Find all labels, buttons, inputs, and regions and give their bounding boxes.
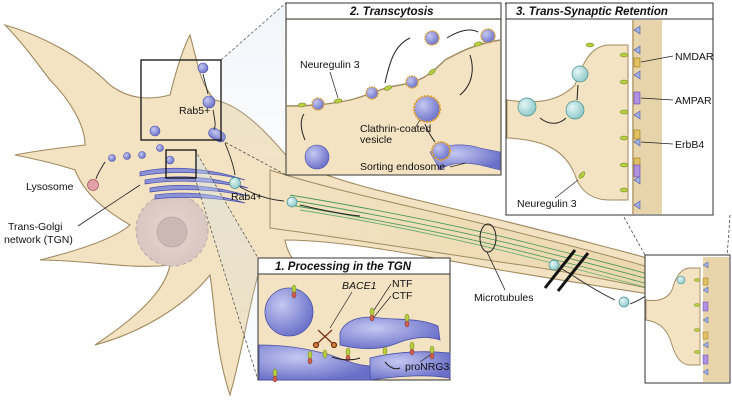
microtubules [289,194,656,291]
nucleolus [156,216,188,248]
tgn-pointer [77,184,141,227]
nmdar-label: NMDAR [675,51,714,63]
rab5-label: Rab5+ [179,105,210,117]
erbb4-label: ErbB4 [675,139,704,151]
tgn-label-line1: Trans-Golgi [8,221,62,233]
tgn-cisterna-lower [369,351,451,381]
processing-title: 1. Processing in the TGN [275,261,412,273]
lysosome [87,179,99,191]
tgn-vesicle-large [264,287,314,337]
zoom-line-synapse-lower [726,214,731,259]
trans-synaptic-title-bar [505,2,714,20]
transport-vesicle-axon [286,196,298,208]
rab4-endosome [229,177,241,189]
panel-transcytosis: 2. Transcytosis [285,2,502,176]
bace1-label: BACE1 [342,280,376,292]
transcytosis-title-bar [285,2,502,20]
synaptic-receptors [633,25,641,210]
presynaptic-terminal [506,44,629,201]
transcytosis-zoom-box [140,59,222,141]
microtubules-label: Microtubules [474,292,534,304]
trans-synaptic-title: 3. Trans-Synaptic Retention [516,6,668,18]
lysosome-label: Lysosome [26,181,74,193]
ntf-label: NTF [392,278,412,290]
transcytosis-membrane [286,39,501,107]
tgn-cisterna-upper [339,316,441,350]
clathrin-label-line1: Clathrin-coated [360,123,431,135]
rab4-label: Rab4+ [231,191,262,203]
bace1-scissors-icon [312,329,338,349]
axon-break [543,249,590,292]
transport-vesicle-terminal [618,296,630,308]
panel-trans-synaptic: 3. Trans-Synaptic Retention [505,2,714,216]
microtubules-pointer [486,251,506,291]
transcytosis-outside [287,20,500,106]
cell-body-vesicles [87,62,630,308]
transcytosis-vesicle-large [304,144,330,170]
ampar-label: AMPAR [675,95,712,107]
ctf-label: CTF [392,290,412,302]
microtubule-bundle-ring [479,223,497,253]
sorting-endosome-label: Sorting endosome [360,161,445,173]
processing-title-bar [257,257,451,275]
zoom-cone-transcytosis [221,3,286,175]
neuregulin3-transcytosis-label: Neuregulin 3 [300,59,360,71]
clathrin-label-line2: vesicle [360,134,392,146]
panel-processing: 1. Processing in the TGN [257,257,451,383]
transcytosis-title: 2. Transcytosis [349,6,434,18]
synapse-inset-terminal [645,267,701,366]
pronrg3-label: proNRG3 [405,361,450,373]
neuregulin3-synapse-label: Neuregulin 3 [517,198,577,210]
zoom-cone-processing [195,150,258,380]
transport-vesicle-distal [548,259,560,271]
tgn-zoom-box [165,149,197,179]
tgn-label-line2: network (TGN) [4,234,73,246]
synapse-inset [644,254,731,384]
clathrin-coated-vesicle [413,95,441,123]
cell-body-arrows [95,73,655,305]
